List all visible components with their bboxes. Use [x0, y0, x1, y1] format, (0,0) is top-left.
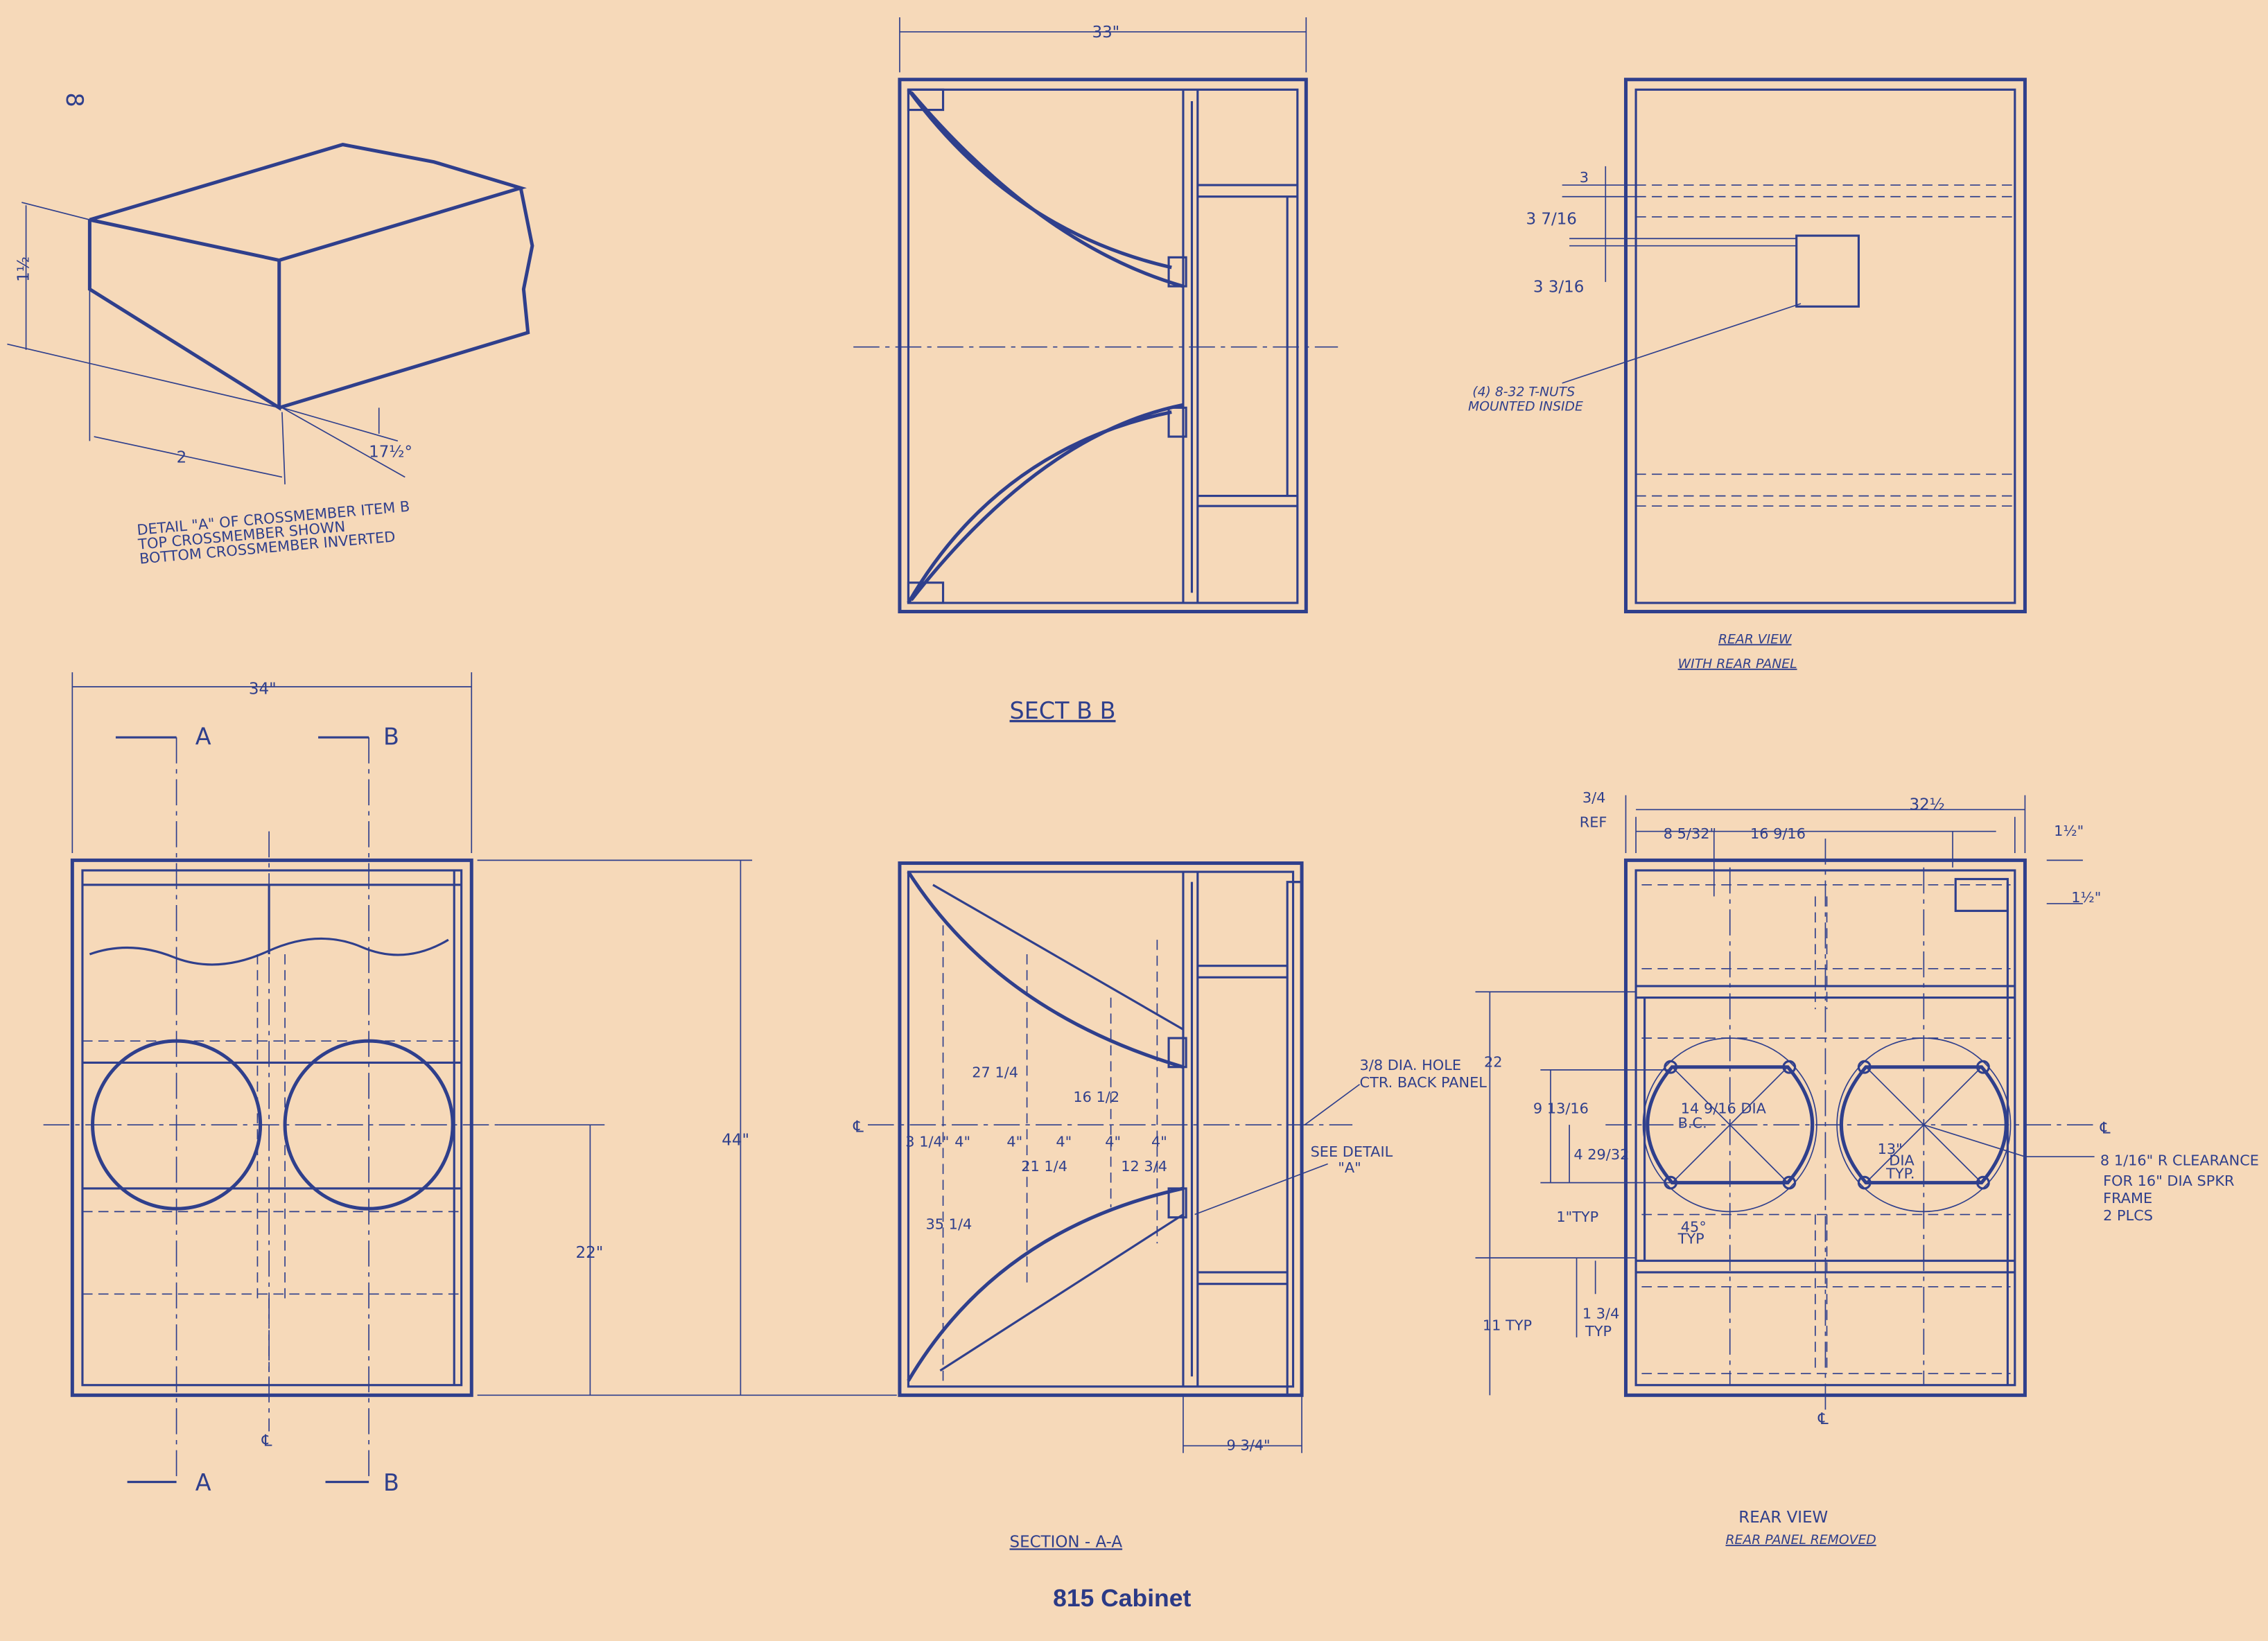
rear-removed-centerline-bottom: ℄: [1817, 1410, 1829, 1428]
clearance-note-3: FRAME: [2103, 1190, 2152, 1206]
section-bb-view: 33" SECT B B: [853, 17, 1338, 724]
section-aa-dim-12: 12 3/4: [1121, 1158, 1167, 1175]
section-mark-b-bottom: B: [383, 1469, 399, 1496]
spacing-dim: 4": [1151, 1133, 1167, 1150]
rear-dim-4-29-32: 4 29/32: [1573, 1146, 1629, 1163]
rear-dim-11-typ: 11 TYP: [1483, 1317, 1532, 1333]
cutout-dim-1: 13": [1878, 1141, 1903, 1157]
rear-view-removed-subcaption: REAR PANEL REMOVED: [1725, 1533, 1876, 1547]
rear-dim-9-13-16: 9 13/16: [1533, 1100, 1589, 1116]
section-aa-centerline-mark: ℄: [853, 1118, 864, 1137]
section-aa-caption: SECTION - A-A: [1010, 1533, 1123, 1551]
detail-a-width-dim: 2: [177, 449, 187, 467]
rear-ref-label: REF: [1580, 814, 1607, 830]
clearance-note-1: 8 1/16" R CLEARANCE: [2100, 1152, 2259, 1169]
rear-overall-width-dim: 32½: [1909, 796, 1944, 814]
clearance-note-4: 2 PLCS: [2103, 1207, 2153, 1224]
front-height-dim: 44": [722, 1131, 749, 1149]
rear-dim-right-2: 1½": [2071, 889, 2101, 906]
rear-ref-dim: 3/4: [1582, 789, 1606, 806]
cutout-dim-3: TYP.: [1885, 1165, 1914, 1182]
spacing-dim: 4": [1105, 1133, 1121, 1150]
clearance-note-2: FOR 16" DIA SPKR: [2103, 1173, 2234, 1189]
section-aa-dim-27: 27 1/4: [972, 1064, 1018, 1080]
rear-panel-note-2: MOUNTED INSIDE: [1468, 400, 1583, 414]
rear-panel-note-1: (4) 8-32 T-NUTS: [1472, 385, 1575, 400]
section-aa-dim-21: 21 1/4: [1021, 1158, 1067, 1175]
rear-dim-8-5-32: 8 5/32": [1664, 825, 1716, 842]
spacing-dim: 4": [954, 1133, 970, 1150]
section-mark-b-top: B: [383, 723, 399, 750]
rear-dim-1-typ: 1"TYP: [1556, 1209, 1598, 1225]
hole-note-1: 3/8 DIA. HOLE: [1360, 1057, 1461, 1073]
sheet-title: 815 Cabinet: [1053, 1584, 1191, 1612]
rear-panel-dim-3: 3 3/16: [1533, 278, 1584, 296]
section-aa-spacing-dims: 3 1/4" 4" 4" 4" 4" 4": [905, 1133, 1167, 1150]
rear-dim-16-9-16: 16 9/16: [1750, 825, 1806, 842]
spacing-dim: 4": [1006, 1133, 1022, 1150]
detail-a-height-dim: 1½: [15, 256, 33, 282]
rear-panel-dim-1: 3: [1580, 169, 1589, 186]
rear-removed-centerline-right: ℄: [2100, 1120, 2111, 1138]
rear-dim-1-3-4-typ: TYP: [1585, 1323, 1612, 1340]
section-mark-a-top: A: [195, 723, 211, 750]
cutout-dim-2: DIA: [1889, 1152, 1914, 1169]
front-center-height-dim: 22": [576, 1244, 604, 1262]
section-bb-caption: SECT B B: [1010, 697, 1116, 724]
detail-note-1: SEE DETAIL: [1311, 1143, 1393, 1160]
rear-view-panel-subcaption: WITH REAR PANEL: [1678, 657, 1797, 672]
bolt-circle-label: B.C.: [1678, 1114, 1707, 1131]
front-view: 34" A B A B ℄ 44" 22": [43, 672, 897, 1496]
rear-panel-dim-2: 3 7/16: [1526, 210, 1577, 228]
speaker-cutout-left: [1646, 1060, 1815, 1190]
section-bb-width-dim: 33": [1092, 24, 1119, 42]
hole-note-2: CTR. BACK PANEL: [1360, 1074, 1488, 1091]
rear-dim-1-3-4: 1 3/4: [1582, 1306, 1619, 1322]
angle-dim: 45°: [1681, 1219, 1707, 1236]
bolt-circle-dim: 14 9/16 DIA: [1681, 1100, 1767, 1116]
rear-view-with-panel: 3 3 7/16 3 3/16 (4) 8-32 T-NUTS MOUNTED …: [1468, 78, 2027, 672]
detail-a-angle-dim: 17½°: [369, 443, 412, 461]
spacing-dim: 4": [1056, 1133, 1072, 1150]
angle-typ: TYP: [1677, 1230, 1704, 1247]
front-centerline-mark: ℄: [261, 1432, 272, 1450]
section-aa-dim-35: 35 1/4: [926, 1216, 972, 1232]
detail-note-2: "A": [1338, 1159, 1361, 1176]
front-width-dim: 34": [249, 680, 277, 698]
section-aa-dim-depth: 9 3/4": [1227, 1437, 1271, 1454]
rear-dim-right-1: 1½": [2054, 823, 2084, 839]
section-mark-a-bottom: A: [195, 1469, 211, 1496]
section-aa-dim-16: 16 1/2: [1073, 1089, 1119, 1105]
section-aa-view: ℄ 27 1/4 16 1/2 21 1/4 12 3/4 35 1/4 9 3…: [853, 861, 1488, 1551]
rear-view-panel-caption: REAR VIEW: [1718, 632, 1792, 647]
spacing-dim: 3 1/4": [905, 1133, 949, 1150]
rear-view-panel-removed: 32½ 3/4 REF 8 5/32" 16 9/16 1½" 1½" 22 9…: [1475, 789, 2259, 1547]
page-mark: 8: [61, 93, 88, 107]
rear-dim-22: 22: [1484, 1054, 1503, 1071]
rear-view-removed-caption: REAR VIEW: [1738, 1509, 1828, 1527]
